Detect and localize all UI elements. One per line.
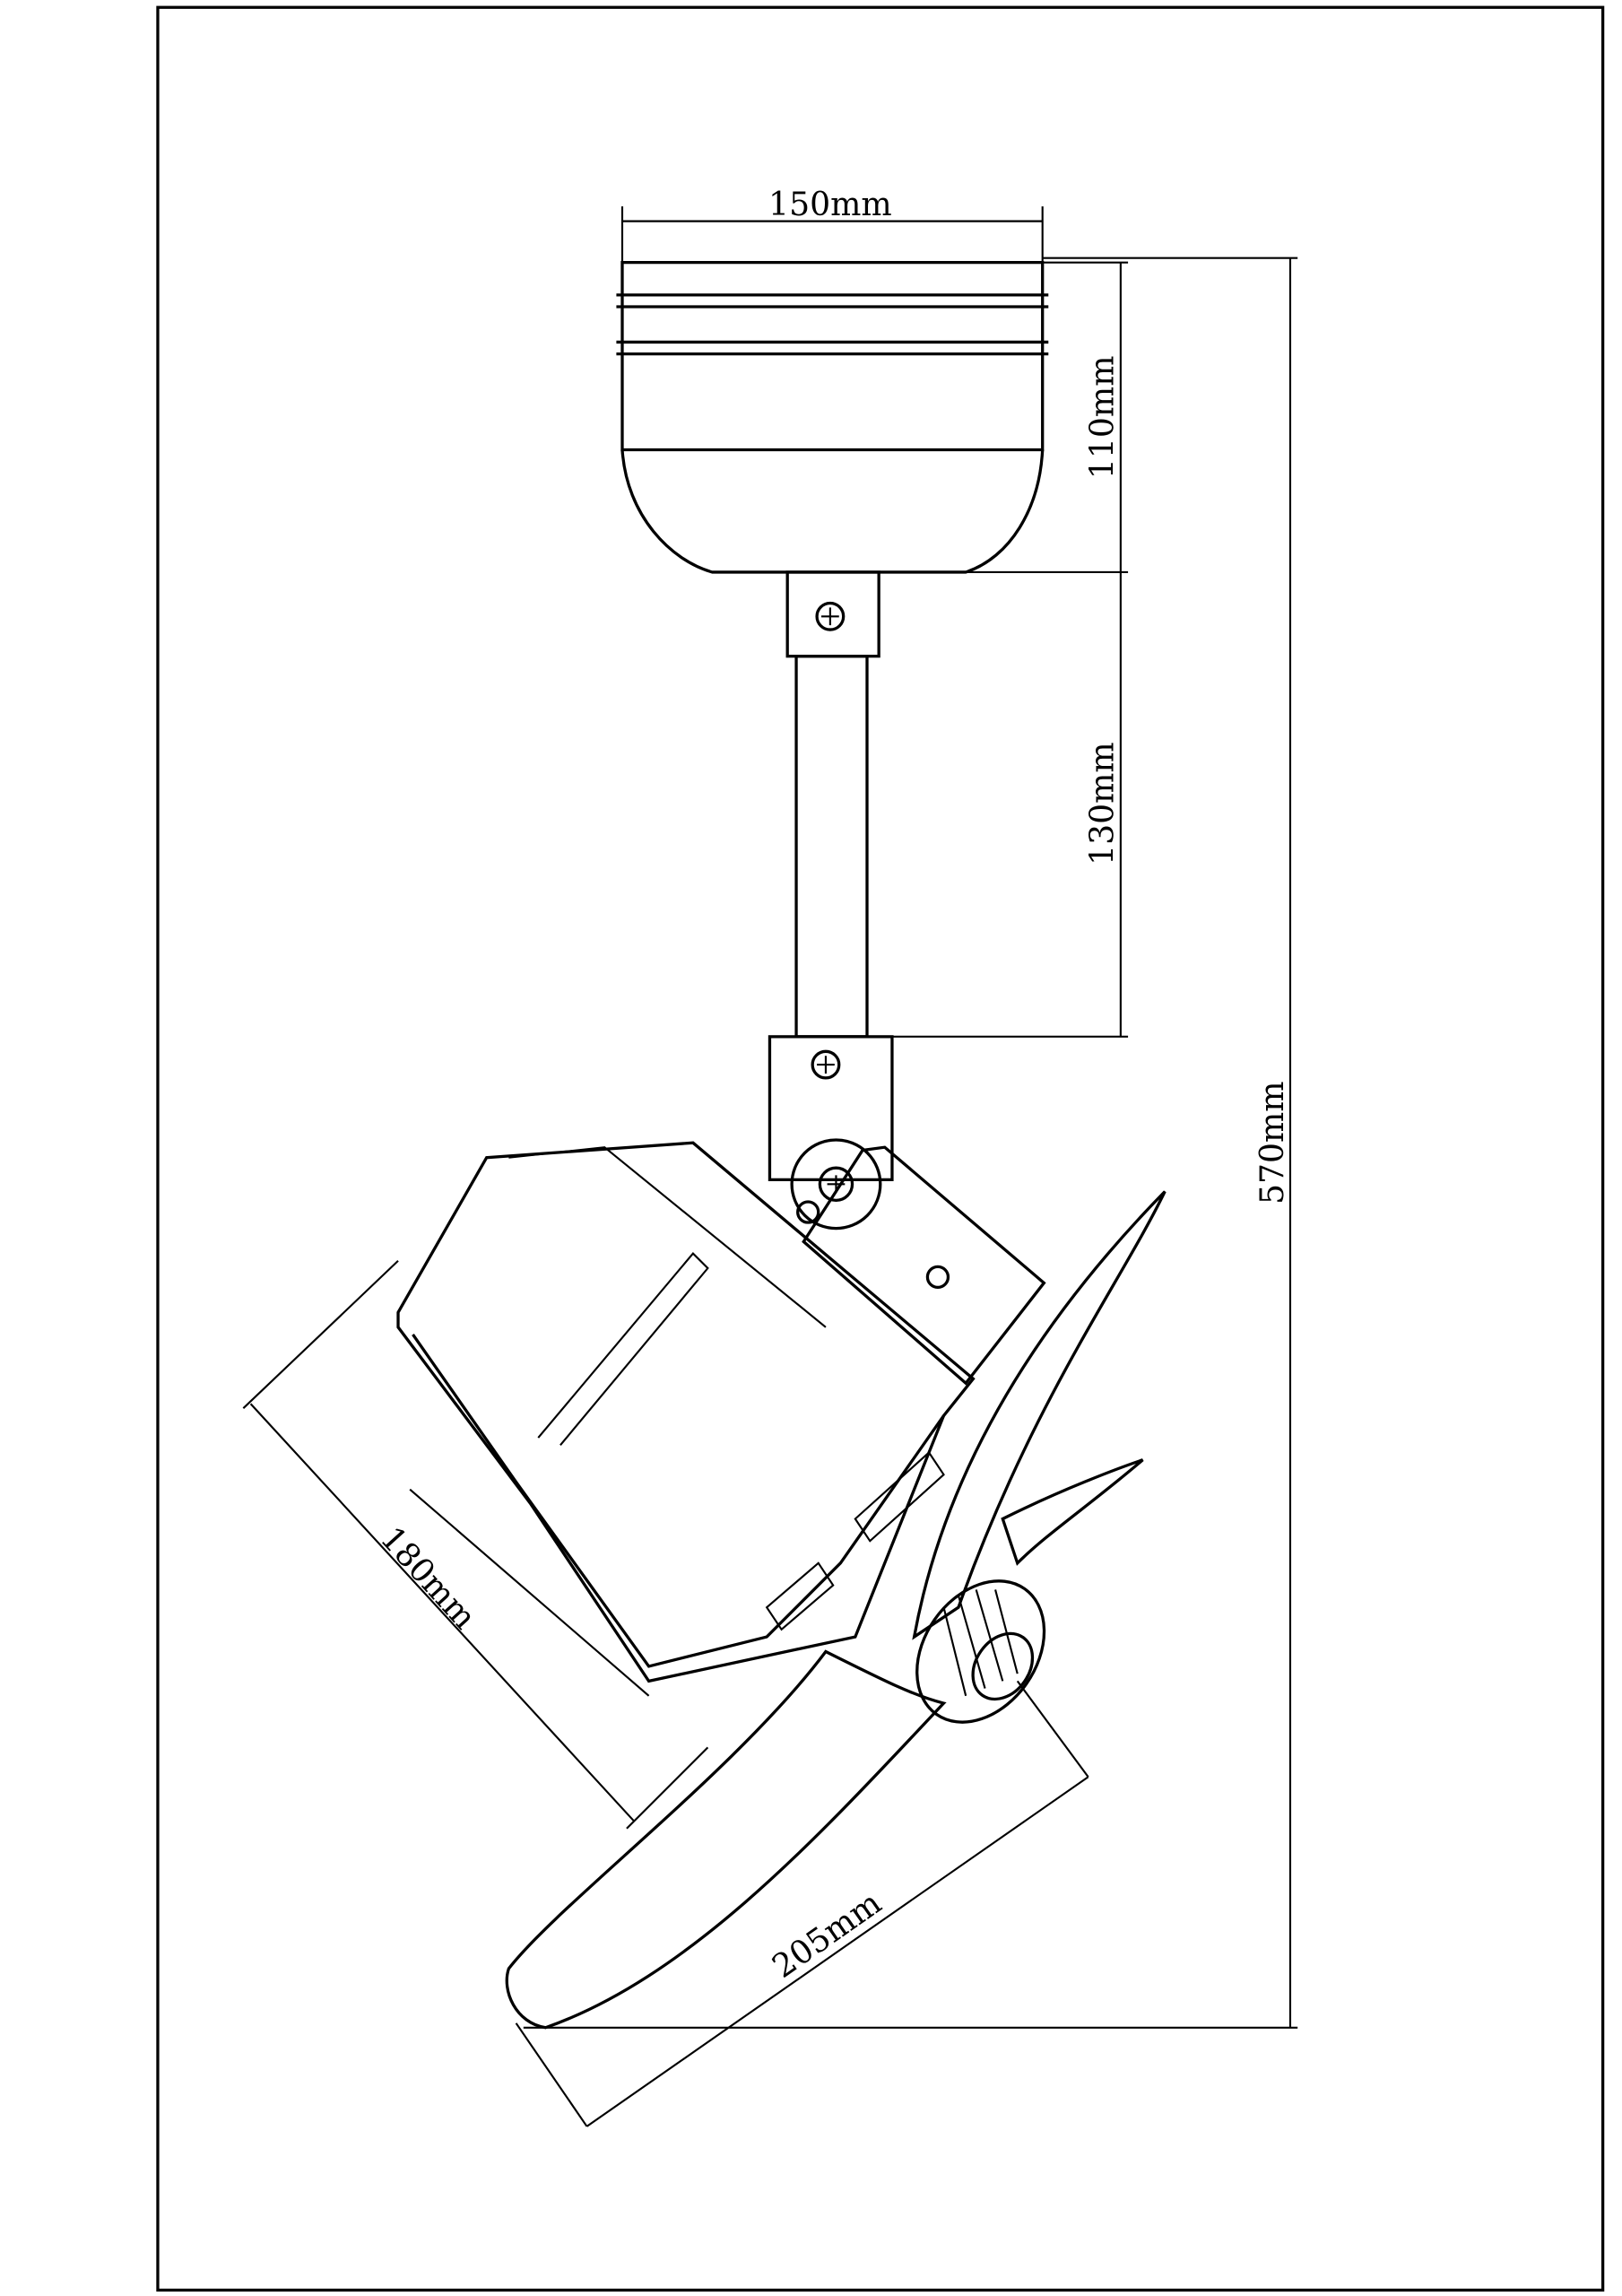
drawing-frame (156, 5, 1605, 2292)
dimension-570: 570mm (523, 257, 1298, 2029)
motor-housing (396, 1141, 976, 1683)
fan-blades (505, 1190, 1167, 2030)
arm-screw (925, 1265, 950, 1290)
mount-bracket (768, 1035, 894, 1231)
dimension-label-overall-height: 570mm (1253, 1081, 1291, 1205)
dimension-label-blade-span: 205mm (765, 1883, 888, 1986)
fan-hub (915, 1579, 1046, 1724)
downrod (785, 570, 880, 1039)
dimension-150: 150mm (620, 185, 1044, 263)
dimension-205: 205mm (515, 1680, 1089, 2127)
tilt-arm (802, 1145, 1046, 1386)
dimension-label-head-depth: 180mm (373, 1519, 484, 1637)
dimension-label-canopy-width: 150mm (768, 185, 892, 223)
dimension-label-rod-length: 130mm (1083, 742, 1122, 865)
dimension-label-canopy-height: 110mm (1083, 356, 1122, 480)
dimension-180: 180mm (242, 1260, 709, 1830)
screw-icon (815, 601, 846, 631)
dimension-110: 110mm (966, 261, 1129, 574)
dimension-130: 130mm (866, 571, 1129, 1038)
ceiling-canopy (616, 261, 1049, 574)
